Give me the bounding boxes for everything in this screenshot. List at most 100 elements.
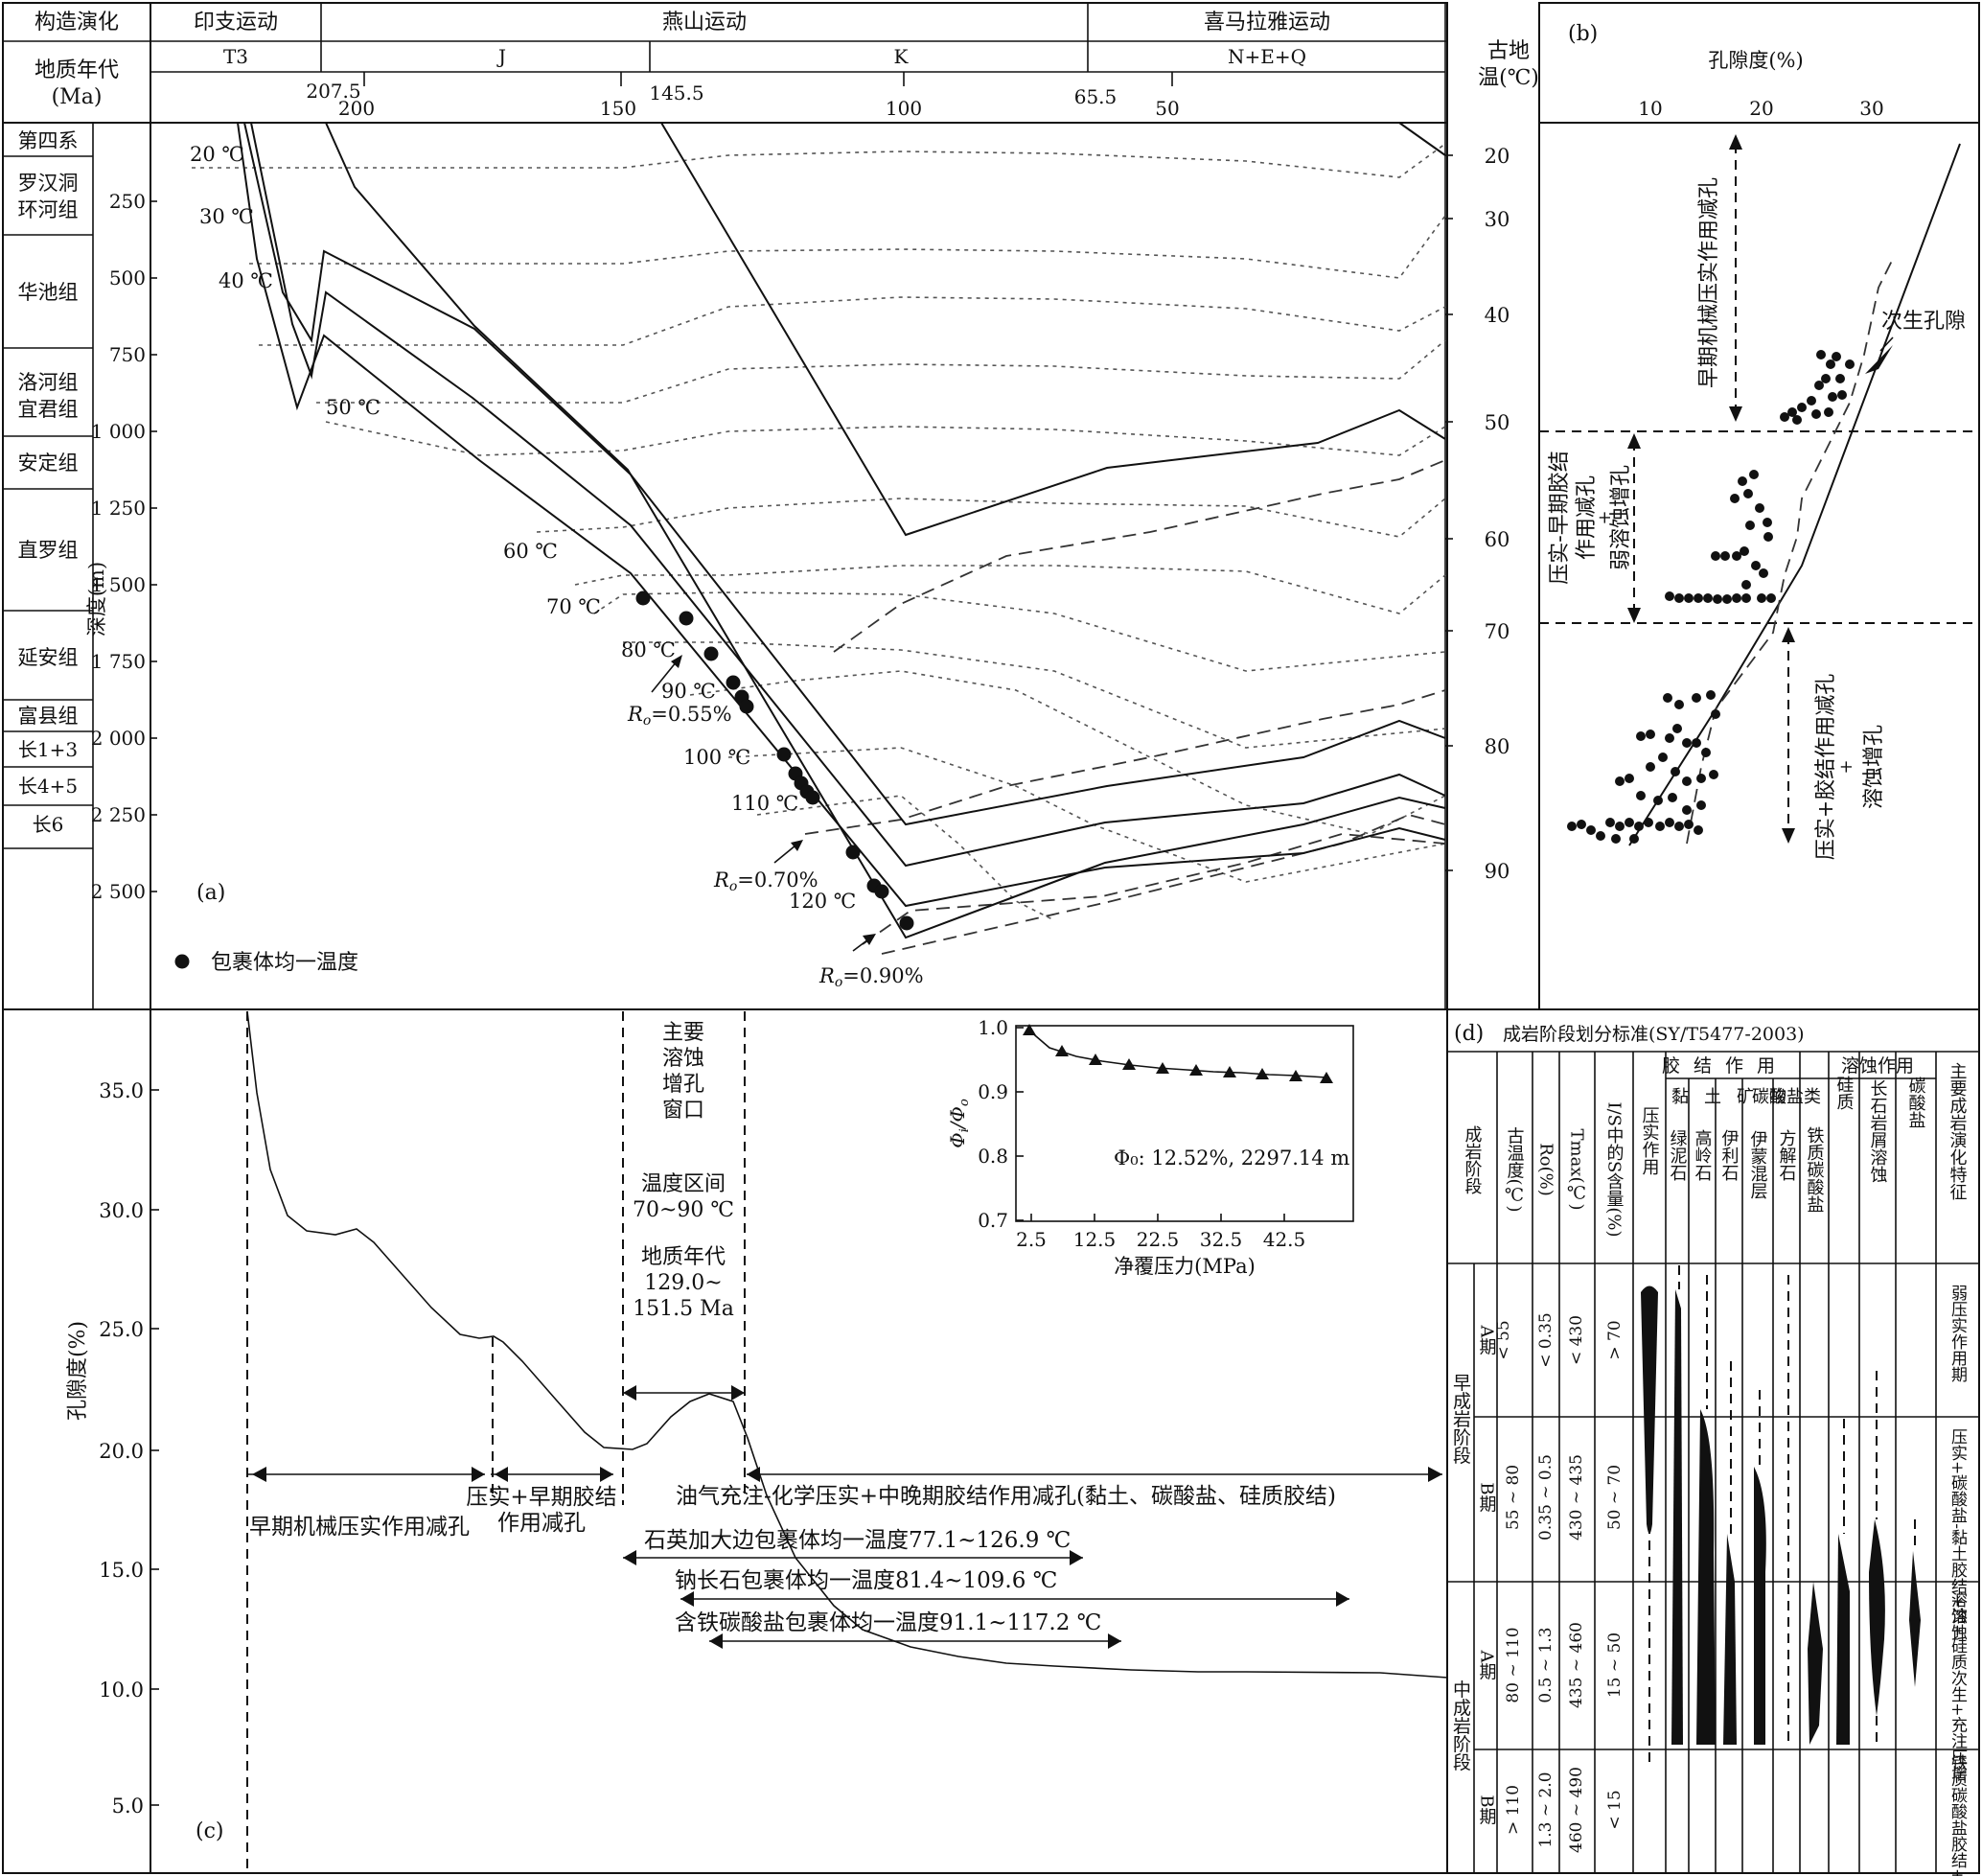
paleotemp-20: 20 [1485,145,1510,168]
row3-tmax: 435 ~ 460 [1567,1622,1586,1708]
isotherms [192,143,1446,921]
early-a: A期 [1477,1325,1497,1355]
row1-tmax: < 430 [1567,1315,1586,1365]
paleotemp-ticks: 20 30 40 50 60 70 80 90 [1445,145,1510,883]
depth-tick-1500: 1 500 [91,573,146,596]
col-ferroan-carbonate: 铁质碳酸盐 [1805,1126,1825,1213]
row2-ro: 0.35 ~ 0.5 [1536,1454,1556,1540]
porosity-tick-20: 20 [1749,97,1773,120]
table-grid [1447,1052,1979,1873]
feature-row1: 弱压实作用期 [1947,1285,1968,1383]
isotherm-label-100: 100 ℃ [683,746,750,769]
porosity-envelope [1686,258,1894,845]
paleotemp-unit: 温(℃) [1478,66,1539,90]
paleotemp-80: 80 [1485,735,1510,758]
inset-y-1-0: 1.0 [978,1016,1008,1039]
period-t3: T3 [223,45,248,68]
ro-label-070: Ro=0.70% [713,840,818,894]
row4-ro: 1.3 ~ 2.0 [1536,1772,1556,1847]
period-j: J [496,45,506,68]
formation-zhiluo: 直罗组 [18,539,79,562]
porosity-y-label: 孔隙度(%) [66,1321,90,1421]
intensity-spindles [1641,1265,1921,1764]
age-145-5: 145.5 [649,81,703,104]
row1-temp: < 55 [1494,1320,1513,1359]
zone2-label-a: 压实-早期胶结 [1548,451,1572,584]
row1-is: > 70 [1605,1320,1625,1359]
col-stage: 成岩阶段 [1463,1125,1483,1194]
panel-b-label: (b) [1568,22,1598,46]
col-main-feature: 主要成岩演化特征 [1947,1062,1968,1200]
burial-curves [237,122,1446,939]
depth-tick-1750: 1 750 [91,650,146,673]
formation-yijun: 宜君组 [18,398,79,421]
formation-anding: 安定组 [18,452,79,475]
stage-col-header: 成岩阶段 古温度(℃) Ro(%) Tmax(℃) I/S中的S含量(%) 压实… [1463,1062,1968,1238]
porosity-tick-10: 10 [1638,97,1662,120]
isotherm-label-40: 40 ℃ [219,269,273,292]
dissolution-header: 溶蚀作用 [1841,1055,1914,1077]
feature-row3: 溶蚀+硅质次生+充注压增 [1947,1591,1968,1782]
feature-column: 弱压实作用期 压实+碳酸盐-黏土胶结+溶蚀 溶蚀+硅质次生+充注压增 铁质碳酸盐… [1947,1285,1968,1876]
isotherm-label-110: 110 ℃ [731,792,798,815]
paleotemp-30: 30 [1485,208,1510,231]
depth-tick-1000: 1 000 [91,420,146,443]
row2-tmax: 430 ~ 435 [1567,1454,1586,1540]
col-calcite: 方解石 [1777,1129,1797,1181]
isotherm-label-20: 20 ℃ [190,143,244,166]
stage-arrows [247,1385,1442,1649]
formation-huanhe: 环河组 [18,198,79,221]
inset-x-42-5: 42.5 [1263,1228,1306,1251]
stage2-label-b: 作用减孔 [497,1511,586,1536]
feature-row4: 铁质碳酸盐胶结+微孔+致密 [1947,1754,1968,1876]
age-label: 地质年代 [641,1245,726,1269]
inclusion-points [635,591,914,931]
secondary-pore-label: 次生孔隙 [1881,310,1966,334]
panel-c-label: (c) [196,1819,224,1843]
isotherm-label-70: 70 ℃ [546,595,601,618]
inset-x-12-5: 12.5 [1073,1228,1117,1251]
quartz-label: 石英加大边包裹体均一温度77.1~126.9 ℃ [644,1528,1071,1553]
ro-label-055: Ro=0.55% [627,655,732,729]
inset-x-2-5: 2.5 [1016,1228,1047,1251]
stage-early: 早成岩阶段 [1450,1374,1471,1465]
isotherm-label-120: 120 ℃ [789,890,856,913]
row2-temp: 55 ~ 80 [1504,1465,1523,1530]
zone2-label-b: 作用减孔 [1575,475,1599,560]
col-is: I/S中的S含量(%) [1604,1102,1625,1238]
formation-luohe: 洛河组 [18,371,79,394]
inset-x-32-5: 32.5 [1200,1228,1243,1251]
age-value-1: 129.0~ [644,1271,722,1295]
stage-mid: 中成岩阶段 [1450,1679,1471,1771]
table-values: < 55 < 0.35 < 430 > 70 55 ~ 80 0.35 ~ 0.… [1494,1312,1625,1853]
period-neq: N+E+Q [1228,45,1306,68]
y-tick-35: 35.0 [99,1079,144,1102]
col-chlorite: 绿泥石 [1668,1129,1688,1181]
row4-is: < 15 [1605,1790,1625,1829]
movement-yanshan: 燕山运动 [662,11,747,35]
cementation-header: 胶结作用 [1662,1055,1788,1077]
period-k: K [894,45,910,68]
col-illite: 伊利石 [1719,1129,1740,1181]
y-tick-30: 30.0 [99,1199,144,1222]
panel-a-label: (a) [196,881,225,905]
carbonate-header: 碳酸盐类 [1752,1087,1821,1107]
formation-luohandong: 罗汉洞 [18,172,79,195]
col-illite-smectite: 伊蒙混层 [1748,1130,1768,1199]
row4-temp: > 110 [1504,1785,1523,1835]
inset-y-label: Φi/Φo [946,1099,972,1148]
secondary-pore-arrow [1865,345,1893,374]
depth-axis-label: 深度(m) [85,562,108,637]
movement-indosinian: 印支运动 [194,11,278,35]
zone2-label-plus: + [1595,510,1615,524]
temp-range-label: 温度区间 [641,1172,726,1196]
porosity-axis-label: 孔隙度(%) [1708,49,1803,72]
panel-c: 孔隙度(%) 35.0 30.0 25.0 20.0 15.0 10.0 5.0 [2,1008,1448,1874]
isotherm-label-80: 80 ℃ [621,638,676,661]
porosity-evolution-curve [246,1010,1448,1679]
stage2-label-a: 压实+早期胶结 [466,1485,616,1510]
paleotemp-70: 70 [1485,620,1510,643]
col-carbonate-dissolution: 碳酸盐 [1906,1077,1926,1128]
age-150: 150 [600,97,636,120]
header-structural-evolution: 构造演化 [35,11,119,35]
